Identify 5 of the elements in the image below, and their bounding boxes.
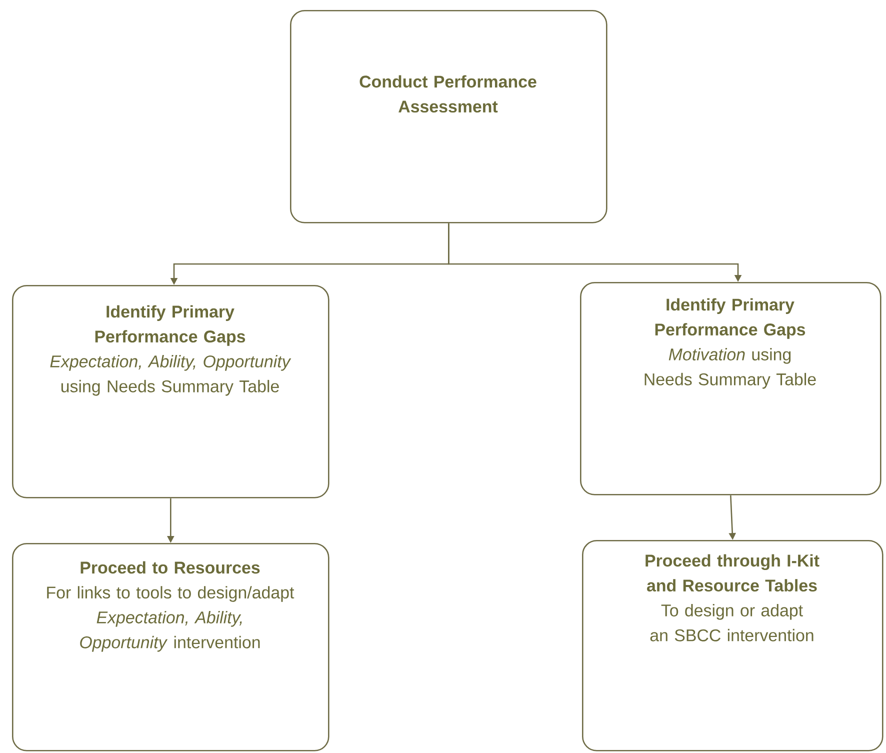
process-box: Conduct Performance Assessment [290, 10, 608, 224]
process-box: Proceed through I-Kit and Resource Tables To design or adapt an SBCC intervention [582, 540, 884, 752]
process-box: Identify Primary Performance Gaps Expectation, Ability, Opportunity using Needs Summary Table [12, 285, 330, 498]
process-box: Proceed to Resources For links to tools to design/adapt Expectation, Ability, Opportunity intervention [12, 543, 330, 752]
process-box: Identify Primary Performance Gaps Motivation using Needs Summary Table [580, 282, 882, 496]
